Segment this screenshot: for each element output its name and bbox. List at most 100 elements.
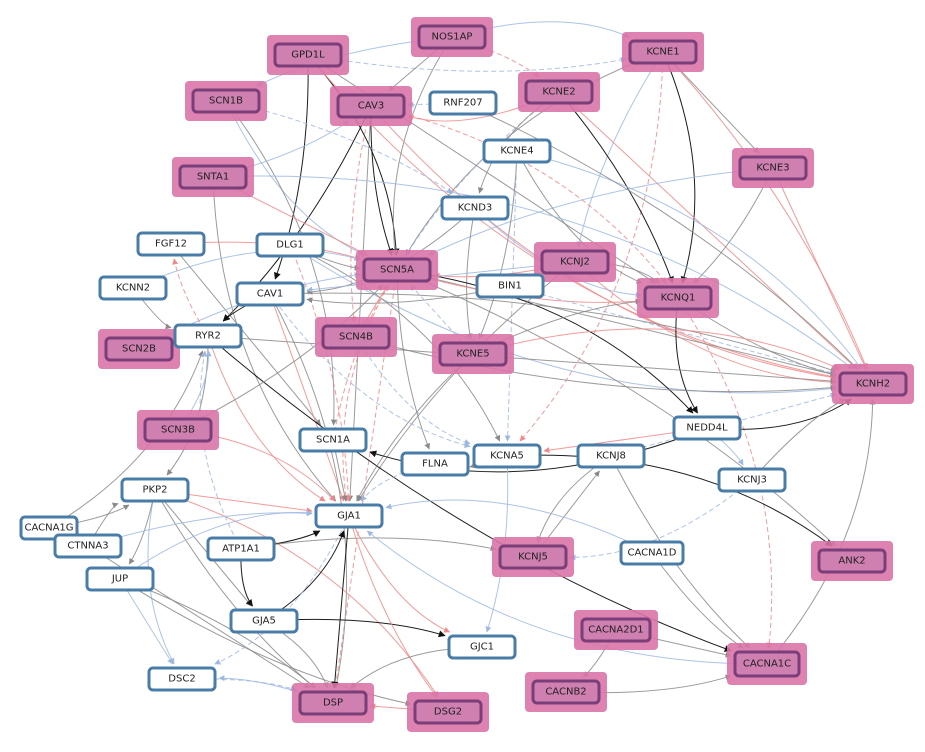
edge-kcnj3-to-kcnh2 (751, 398, 846, 481)
node-scn1a[interactable]: SCN1A (298, 427, 368, 453)
node-gja1[interactable]: GJA1 (314, 503, 384, 529)
node-kcnh2[interactable]: KCNH2 (832, 364, 914, 404)
node-label: KCNE4 (500, 146, 533, 157)
node-kcne1[interactable]: KCNE1 (622, 32, 704, 72)
node-kcnj8[interactable]: KCNJ8 (576, 443, 646, 469)
node-ryr2[interactable]: RYR2 (173, 323, 243, 349)
node-kcne5[interactable]: KCNE5 (432, 334, 514, 374)
edge-pkp2-to-gja5 (154, 489, 252, 607)
edge-scn5a-to-kcnh2 (396, 269, 837, 377)
node-bin1[interactable]: BIN1 (475, 273, 545, 299)
node-cacna1d[interactable]: CACNA1D (619, 540, 685, 566)
node-label: CAV3 (358, 101, 384, 112)
node-label: DLG1 (276, 240, 303, 251)
node-dsp[interactable]: DSP (292, 683, 374, 723)
node-label: NOS1AP (432, 32, 473, 43)
edge-fgf12-to-scn1a (170, 243, 321, 426)
node-box (336, 93, 406, 119)
edge-ctnna3-to-dsp (87, 545, 311, 689)
node-kcnn2[interactable]: KCNN2 (98, 275, 168, 301)
node-kcnq1[interactable]: KCNQ1 (637, 278, 719, 318)
node-kcnj5[interactable]: KCNJ5 (492, 537, 574, 577)
node-label: DSG2 (434, 707, 462, 718)
node-box (229, 608, 299, 634)
node-snta1[interactable]: SNTA1 (172, 157, 254, 197)
node-flna[interactable]: FLNA (400, 451, 470, 477)
node-label: KCNE2 (542, 87, 575, 98)
edge-cav3-to-kcnh2 (370, 105, 837, 381)
node-jup[interactable]: JUP (85, 566, 155, 592)
node-cav1[interactable]: CAV1 (235, 281, 305, 307)
node-label: SCN1B (209, 96, 243, 107)
edge-ryr2-to-kcnh2 (207, 335, 837, 384)
node-dsc2[interactable]: DSC2 (147, 666, 217, 692)
node-nedd4l[interactable]: NEDD4L (672, 415, 742, 441)
node-scn4b[interactable]: SCN4B (315, 317, 397, 357)
edge-cav1-to-kcna5 (269, 293, 471, 448)
node-nos1ap[interactable]: NOS1AP (411, 17, 493, 57)
node-cacna2d1[interactable]: CACNA2D1 (574, 610, 658, 650)
node-ank2[interactable]: ANK2 (811, 541, 893, 581)
edge-cav1-to-gja1 (269, 293, 345, 502)
edge-cav1-to-dsp (269, 293, 348, 689)
node-box (298, 690, 368, 716)
node-cacna1c[interactable]: CACNA1C (727, 643, 807, 685)
node-kcne3[interactable]: KCNE3 (732, 148, 814, 188)
node-pkp2[interactable]: PKP2 (120, 477, 190, 503)
node-cacnb2[interactable]: CACNB2 (525, 672, 607, 712)
node-scn3b[interactable]: SCN3B (137, 410, 219, 450)
node-label: RNF207 (443, 98, 482, 109)
node-label: ATP1A1 (222, 544, 260, 555)
node-scn2b[interactable]: SCN2B (98, 329, 180, 369)
node-scn1b[interactable]: SCN1B (185, 81, 267, 121)
node-dlg1[interactable]: DLG1 (255, 232, 325, 258)
node-box (717, 467, 787, 493)
edge-gja1-to-gjc1 (348, 515, 451, 633)
node-kcnd3[interactable]: KCND3 (440, 195, 510, 221)
node-label: DSC2 (168, 674, 195, 685)
node-rnf207[interactable]: RNF207 (428, 90, 498, 116)
node-label: SCN3B (161, 425, 195, 436)
node-kcne4[interactable]: KCNE4 (482, 138, 552, 164)
edge-kcne1-to-scn5a (405, 51, 664, 256)
node-box (321, 324, 391, 350)
node-gjc1[interactable]: GJC1 (447, 634, 517, 660)
node-label: NEDD4L (686, 423, 728, 434)
node-box (498, 544, 568, 570)
node-kcnj2[interactable]: KCNJ2 (534, 242, 616, 282)
edge-kcne3-to-scn5a (428, 167, 774, 256)
edge-jup-to-gja1 (119, 509, 313, 580)
node-kcne2[interactable]: KCNE2 (518, 72, 600, 112)
edge-jup-to-dsg2 (119, 578, 412, 707)
node-ctnna3[interactable]: CTNNA3 (53, 533, 123, 559)
node-gja5[interactable]: GJA5 (229, 608, 299, 634)
edge-cav3-to-scn5a (370, 105, 394, 256)
node-box (672, 415, 742, 441)
edge-gja1-to-dsp (331, 515, 350, 689)
node-dsg2[interactable]: DSG2 (407, 692, 489, 732)
node-label: SCN4B (339, 332, 373, 343)
node-scn5a[interactable]: SCN5A (356, 250, 438, 290)
node-cav3[interactable]: CAV3 (330, 86, 412, 126)
node-kcna5[interactable]: KCNA5 (472, 443, 542, 469)
node-box (298, 427, 368, 453)
node-box (85, 566, 155, 592)
node-kcnj3[interactable]: KCNJ3 (717, 467, 787, 493)
node-gpd1l[interactable]: GPD1L (267, 35, 349, 75)
edge-nos1ap-to-scn5a (391, 36, 453, 256)
node-label: KCNQ1 (661, 293, 696, 304)
edge-cav1-to-kcnh2 (269, 292, 837, 373)
edge-kcne2-to-kcnq1 (558, 91, 674, 284)
edge-kcnn2-to-scn5a (132, 249, 361, 289)
node-box (235, 281, 305, 307)
edge-kcne1-to-kcnq1 (662, 51, 696, 284)
node-box (314, 503, 384, 529)
node-box (817, 548, 887, 574)
node-box (417, 24, 487, 50)
node-fgf12[interactable]: FGF12 (136, 231, 206, 257)
edge-cacna1d-to-cacna1c (651, 552, 744, 649)
edge-snta1-to-gja1 (212, 176, 337, 502)
node-atp1a1[interactable]: ATP1A1 (206, 536, 276, 562)
